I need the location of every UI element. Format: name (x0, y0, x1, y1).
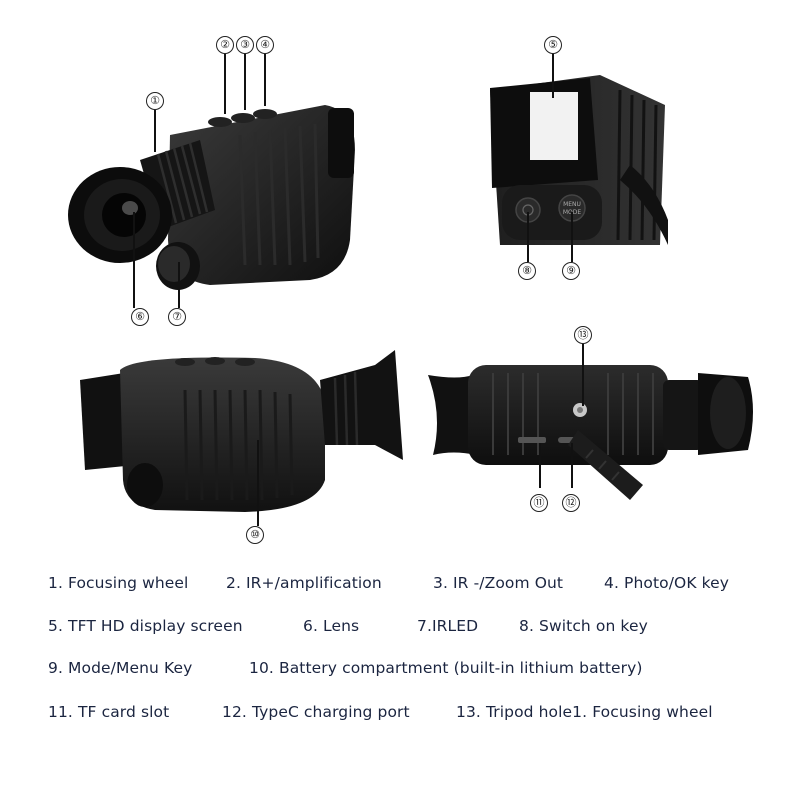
leader-line-2 (224, 54, 226, 114)
callout-1: ① (146, 92, 164, 110)
front-view-photo (60, 80, 370, 300)
legend-row-4: 11. TF card slot 12. TypeC charging port… (0, 703, 800, 729)
leader-line-7 (178, 262, 180, 308)
leader-line-1 (154, 110, 156, 152)
legend-row-1: 1. Focusing wheel 2. IR+/amplification 3… (0, 574, 800, 600)
leader-line-5 (552, 54, 554, 98)
callout-2: ② (216, 36, 234, 54)
callout-11: ⑪ (530, 494, 548, 512)
callout-3: ③ (236, 36, 254, 54)
legend-item-12: 12. TypeC charging port (222, 703, 410, 721)
leader-line-9 (571, 212, 573, 262)
leader-line-13 (582, 344, 584, 406)
leader-line-12 (571, 443, 573, 488)
rear-view-photo: MENU MODE (480, 70, 670, 250)
callout-6: ⑥ (131, 308, 149, 326)
bottom-view-photo (428, 355, 758, 505)
legend-item-7: 7.IRLED (417, 617, 479, 635)
callout-4: ④ (256, 36, 274, 54)
callout-13: ⑬ (574, 326, 592, 344)
menu-label-line1: MENU (563, 201, 581, 208)
legend-item-1: 1. Focusing wheel (48, 574, 189, 592)
callout-10: ⑩ (246, 526, 264, 544)
legend-item-13: 13. Tripod hole1. Focusing wheel (456, 703, 713, 721)
callout-8: ⑧ (518, 262, 536, 280)
legend-item-8: 8. Switch on key (519, 617, 648, 635)
legend-item-11: 11. TF card slot (48, 703, 170, 721)
callout-5: ⑤ (544, 36, 562, 54)
legend-row-3: 9. Mode/Menu Key 10. Battery compartment… (0, 659, 800, 685)
leader-line-10 (257, 440, 259, 526)
legend-item-5: 5. TFT HD display screen (48, 617, 243, 635)
legend-item-2: 2. IR+/amplification (226, 574, 382, 592)
side-view-photo (75, 350, 405, 520)
leader-line-4 (264, 54, 266, 106)
legend-item-10: 10. Battery compartment (built-in lithiu… (249, 659, 643, 677)
legend-item-4: 4. Photo/OK key (604, 574, 730, 592)
leader-line-11 (539, 443, 541, 488)
legend-item-6: 6. Lens (303, 617, 360, 635)
leader-line-6 (133, 212, 135, 308)
legend-item-3: 3. IR -/Zoom Out (433, 574, 564, 592)
callout-7: ⑦ (168, 308, 186, 326)
legend-item-9: 9. Mode/Menu Key (48, 659, 193, 677)
leader-line-3 (244, 54, 246, 110)
leader-line-8 (527, 212, 529, 262)
legend-row-2: 5. TFT HD display screen 6. Lens 7.IRLED… (0, 617, 800, 643)
callout-9: ⑨ (562, 262, 580, 280)
callout-12: ⑫ (562, 494, 580, 512)
